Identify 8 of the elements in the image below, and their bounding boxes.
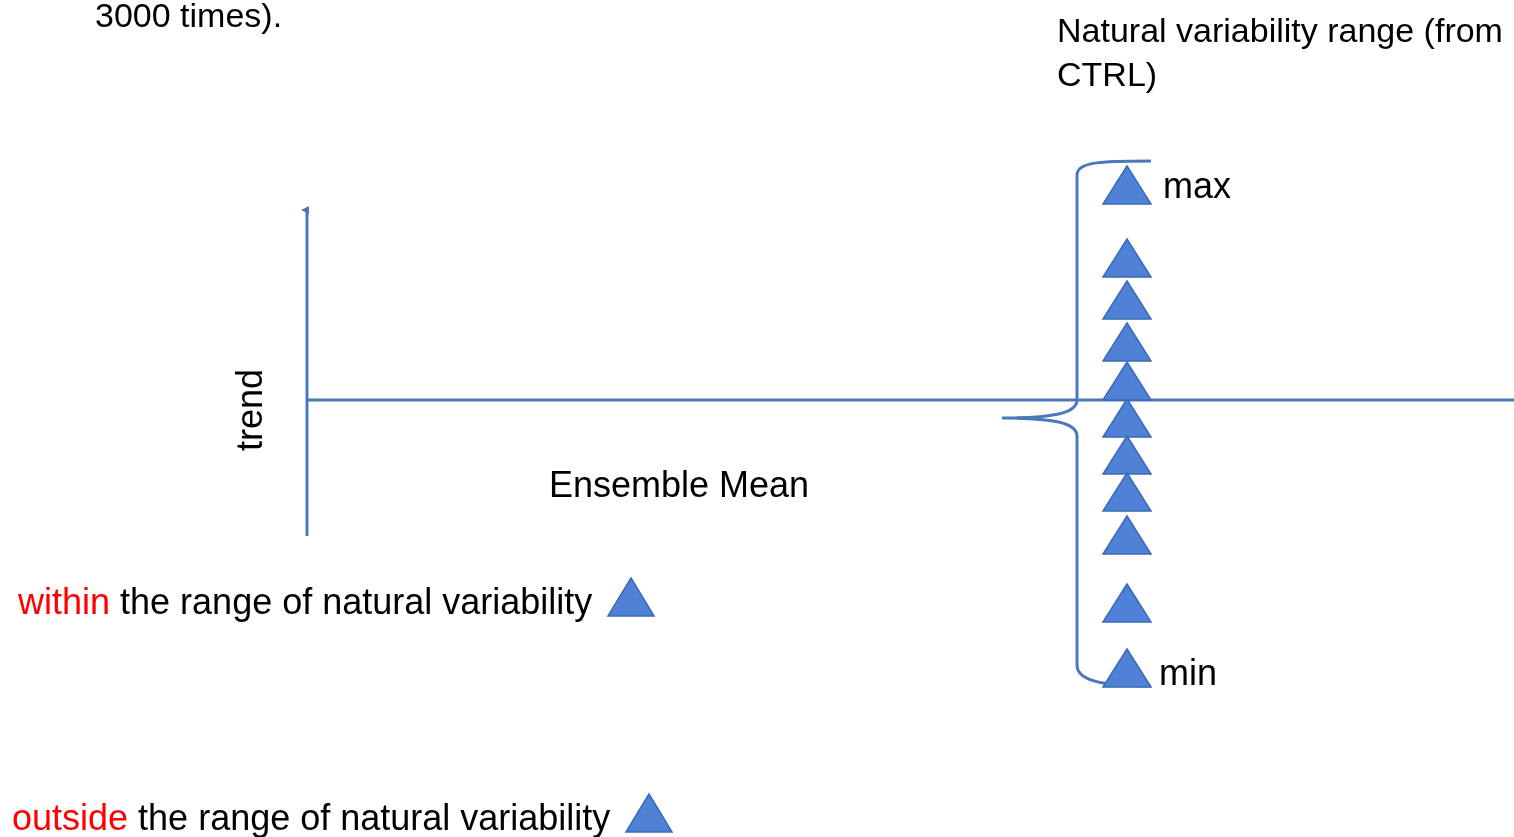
text-label: 3000 times). [95, 0, 283, 32]
text-label: max [1163, 168, 1231, 204]
text-label: Ensemble Mean [549, 467, 810, 503]
text-label: min [1159, 655, 1217, 691]
text-label: Natural variability range (from CTRL) [1057, 10, 1504, 96]
axis-label: trend [232, 367, 268, 454]
legend-text: outside the range of natural variability [12, 800, 611, 836]
legend-text: within the range of natural variability [18, 584, 593, 620]
